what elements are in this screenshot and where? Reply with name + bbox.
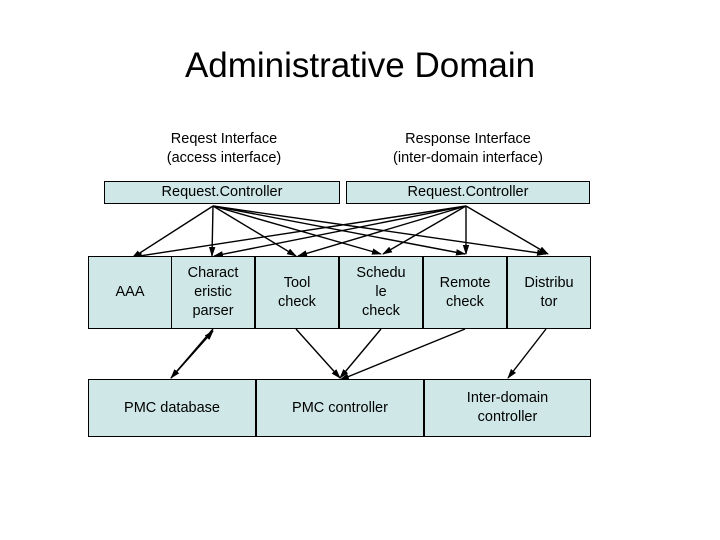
box-characteristic-parser[interactable]: Charact eristic parser (171, 256, 255, 329)
box-tool-check[interactable]: Tool check (255, 256, 339, 329)
box-aaa[interactable]: AAA (88, 256, 172, 329)
box-request-controller-right[interactable]: Request.Controller (346, 181, 590, 204)
box-distributor[interactable]: Distribu tor (507, 256, 591, 329)
request-interface-header-line1: Reqest Interface (170, 131, 278, 147)
box-inter-domain-controller[interactable]: Inter-domain controller (424, 379, 591, 437)
box-label: PMC database (124, 399, 220, 416)
box-remote-check[interactable]: Remote check (423, 256, 507, 329)
box-label: Remote check (439, 274, 491, 310)
box-label: Tool check (278, 274, 316, 310)
box-label: Request.Controller (161, 184, 283, 200)
request-interface-header-line2: (access interface) (166, 150, 282, 166)
box-label: Schedu le check (356, 265, 406, 319)
box-pmc-database[interactable]: PMC database (88, 379, 256, 437)
box-label: AAA (115, 284, 145, 300)
box-schedule-check[interactable]: Schedu le check (339, 256, 423, 329)
box-label: Inter-domain controller (466, 390, 549, 425)
box-pmc-controller[interactable]: PMC controller (256, 379, 424, 437)
box-label: Charact eristic parser (187, 265, 239, 319)
box-label: PMC controller (292, 399, 388, 416)
page-title: Administrative Domain (184, 46, 536, 85)
box-label: Distribu tor (524, 274, 574, 310)
response-interface-header-line1: Response Interface (405, 131, 531, 147)
box-request-controller-left[interactable]: Request.Controller (104, 181, 340, 204)
response-interface-header-line2: (inter-domain interface) (393, 150, 543, 166)
box-label: Request.Controller (407, 184, 529, 200)
request-interface-header: Reqest Interface (access interface) (104, 130, 344, 168)
response-interface-header: Response Interface (inter-domain interfa… (346, 130, 590, 168)
